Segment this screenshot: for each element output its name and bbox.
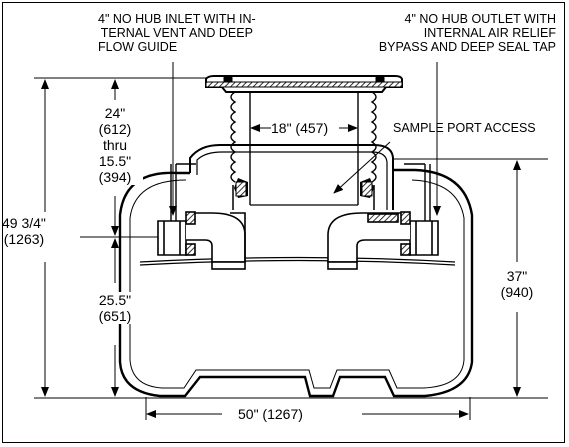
riser-height-line-2: (612): [98, 121, 132, 137]
riser-lid: [205, 75, 403, 93]
drawing-frame: [2, 2, 565, 443]
inlet-height-label: 25.5" (651): [90, 292, 140, 324]
outlet-height-line-1: 37": [506, 268, 528, 284]
dimension-lines: [41, 79, 521, 418]
sample-port-callout: SAMPLE PORT ACCESS: [393, 121, 536, 135]
overall-height-line-1: 49 3/4": [2, 215, 46, 231]
inlet-pipe: [157, 211, 246, 270]
inlet-height-line-1: 25.5": [98, 292, 132, 308]
outlet-pipe: [327, 211, 439, 270]
inlet-callout: 4" NO HUB INLET WITH IN- TERNAL VENT AND…: [98, 12, 256, 54]
riser-height-label: 24" (612) thru 15.5" (394): [87, 105, 143, 185]
inlet-callout-line-3: FLOW GUIDE: [98, 40, 178, 54]
outlet-height-line-2: (940): [500, 284, 534, 300]
seal-ring-hatch: [235, 181, 373, 197]
tank-neck: [189, 144, 394, 210]
seal-rings: [234, 178, 374, 198]
riser-width-label: 18" (457): [271, 120, 329, 136]
outlet-callout-line-1: 4" NO HUB OUTLET WITH: [404, 12, 556, 26]
riser-height-line-1: 24": [104, 105, 126, 121]
outlet-height-label: 37" (940): [494, 268, 540, 300]
overall-width-label: 50" (1267): [238, 406, 303, 422]
tank-body: [118, 168, 474, 398]
outlet-callout-line-2: INTERNAL AIR RELIEF: [423, 26, 556, 40]
riser-height-line-3: thru: [102, 137, 128, 153]
callout-leaders: [169, 62, 441, 216]
extension-lines: [34, 77, 548, 420]
outlet-callout: 4" NO HUB OUTLET WITH INTERNAL AIR RELIE…: [379, 12, 556, 54]
riser-height-line-4: 15.5": [98, 153, 132, 169]
overall-height-line-2: (1263): [3, 231, 45, 247]
inlet-height-line-2: (651): [98, 308, 132, 324]
inlet-callout-line-1: 4" NO HUB INLET WITH IN-: [98, 12, 256, 26]
riser: [230, 91, 377, 206]
outlet-callout-line-3: BYPASS AND DEEP SEAL TAP: [378, 40, 556, 54]
overall-height-label: 49 3/4" (1263): [2, 215, 46, 247]
riser-height-line-5: (394): [98, 169, 132, 185]
inlet-callout-line-2: TERNAL VENT AND DEEP: [100, 26, 253, 40]
